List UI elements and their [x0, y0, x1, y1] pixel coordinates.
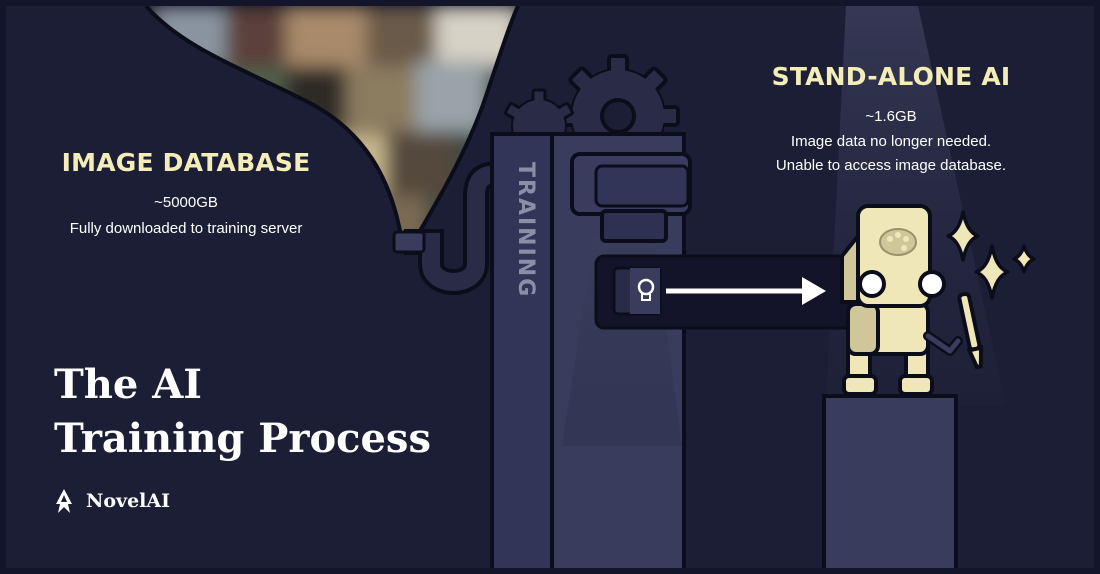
novelai-logo-icon — [56, 489, 72, 513]
stand-alone-ai-size: ~1.6GB — [865, 108, 917, 125]
image-database-note: Fully downloaded to training server — [69, 220, 303, 237]
palette-icon — [879, 228, 917, 256]
pedestal — [822, 394, 958, 568]
image-database-size: ~5000GB — [154, 194, 218, 211]
stand-alone-ai-note-1: Image data no longer needed. — [790, 133, 992, 150]
paintbrush-icon — [957, 291, 984, 370]
lightbulb-icon — [637, 278, 655, 301]
robot-ai-icon — [840, 204, 963, 396]
sparkle-icon — [946, 210, 1036, 300]
brand: NovelAI — [52, 488, 170, 514]
headline-line-2: Training Process — [54, 415, 431, 462]
headline-line-1: The AI — [54, 361, 202, 408]
image-database-title: IMAGE DATABASE — [61, 148, 311, 177]
brand-name: NovelAI — [86, 490, 171, 512]
figure-canvas: TRAINING IMAGE DATABASE ~5000GB Fully do… — [6, 6, 1094, 568]
headline: The AI Training Process — [54, 358, 431, 466]
stand-alone-ai-title: STAND-ALONE AI — [771, 62, 1011, 91]
arrow-right-icon — [666, 277, 826, 305]
training-diagram-art — [144, 6, 1036, 568]
training-label: TRAINING — [513, 162, 538, 299]
stand-alone-ai-note-2: Unable to access image database. — [775, 157, 1007, 174]
pipe-icon — [392, 161, 502, 295]
